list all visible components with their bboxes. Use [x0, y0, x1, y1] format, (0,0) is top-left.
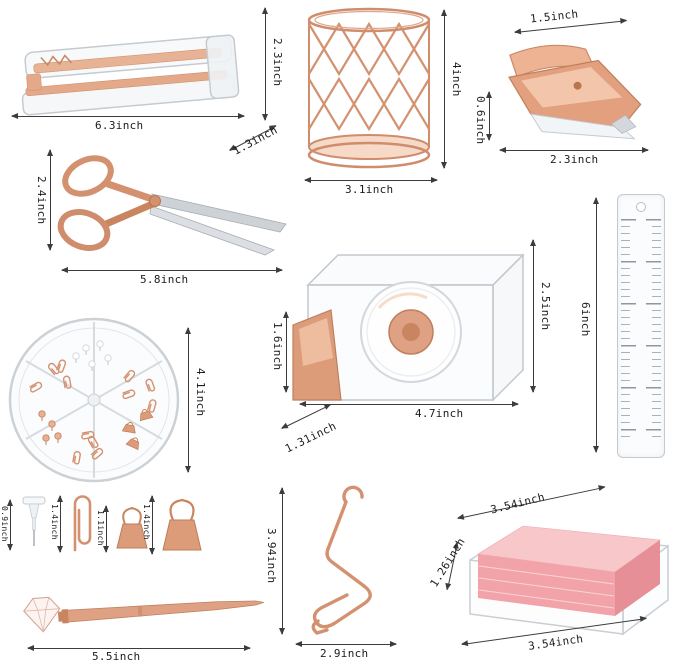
- dim-arrow-pen-holder-height: [441, 9, 447, 169]
- dim-arrow-binder-clip-large: [149, 495, 155, 555]
- dim-label-diamond-pen-length: 5.5inch: [92, 650, 141, 663]
- phone-stand-image: [311, 485, 372, 635]
- pen-holder-image: [307, 7, 431, 169]
- dim-label-scissors-handle: 2.4inch: [35, 176, 48, 225]
- binder-clip-small-image: [116, 507, 148, 549]
- dim-arrow-phone-stand-height: [279, 487, 285, 635]
- dim-label-binder-clip-small: 1.1inch: [96, 510, 105, 546]
- clips-box-image: [8, 317, 180, 483]
- dim-label-staple-remover-length: 2.3inch: [550, 153, 599, 166]
- dim-arrow-clips-box-diameter: [185, 327, 191, 473]
- dim-label-staple-remover-top: 1.5inch: [529, 7, 580, 26]
- ruler-ticks-major-right: [646, 219, 661, 443]
- tape-dispenser-image: [292, 253, 525, 402]
- dim-arrow-staple-remover-length: [499, 147, 649, 153]
- dim-label-stapler-length: 6.3inch: [95, 119, 144, 132]
- dim-arrow-paper-clip: [57, 495, 63, 553]
- dim-arrow-stapler-height: [262, 7, 268, 121]
- dim-label-staple-remover-jaw: 0.6inch: [474, 96, 487, 145]
- sticky-notes-image: [469, 525, 669, 636]
- ruler-image: [617, 194, 665, 458]
- paper-clip-image: [73, 495, 92, 552]
- push-pin-image: [22, 496, 46, 546]
- dim-arrow-pen-holder-width: [304, 177, 438, 183]
- dim-label-scissors-length: 5.8inch: [140, 273, 189, 286]
- dim-label-pen-holder-width: 3.1inch: [345, 183, 394, 196]
- dim-label-binder-clip-large: 1.4inch: [142, 504, 151, 540]
- dim-arrow-ruler-length: [593, 197, 599, 453]
- dim-label-ruler-length: 6inch: [579, 302, 592, 337]
- dim-arrow-tape-height: [530, 239, 536, 393]
- dim-arrow-tape-length: [299, 401, 519, 407]
- diamond-pen-image: [23, 596, 264, 633]
- stapler-image: [21, 34, 240, 116]
- dim-arrow-tape-front-height: [283, 311, 289, 393]
- dim-arrow-binder-clip-small: [103, 505, 109, 553]
- ruler-ticks-major-left: [621, 219, 636, 443]
- ruler-hole: [636, 202, 646, 212]
- dim-label-phone-stand-width: 2.9inch: [320, 647, 369, 660]
- dim-arrow-scissors-length: [61, 267, 283, 273]
- dim-arrow-scissors-handle: [47, 149, 53, 251]
- dim-label-push-pin: 0.9inch: [0, 506, 9, 542]
- binder-clip-large-image: [162, 498, 202, 551]
- dim-label-tape-height: 2.5inch: [539, 282, 552, 331]
- dim-arrow-diamond-pen-length: [27, 645, 251, 651]
- dim-arrow-phone-stand-width: [295, 641, 397, 647]
- dim-arrow-stapler-length: [11, 113, 245, 119]
- dim-label-tape-front-height: 1.6inch: [271, 322, 284, 371]
- dim-label-pen-holder-height: 4inch: [450, 62, 463, 97]
- dim-label-tape-depth: 1.31inch: [282, 419, 339, 456]
- dim-label-clips-box-diameter: 4.1inch: [194, 368, 207, 417]
- dim-label-stapler-height: 2.3inch: [271, 38, 284, 87]
- dim-label-tape-length: 4.7inch: [415, 407, 464, 420]
- dim-label-phone-stand-height: 3.94inch: [265, 528, 278, 584]
- staple-remover-image: [508, 44, 642, 140]
- dim-label-paper-clip: 1.4inch: [50, 504, 59, 540]
- scissors-image: [57, 155, 287, 256]
- dim-arrow-staple-remover-jaw: [486, 91, 492, 141]
- dim-arrow-push-pin: [7, 499, 13, 551]
